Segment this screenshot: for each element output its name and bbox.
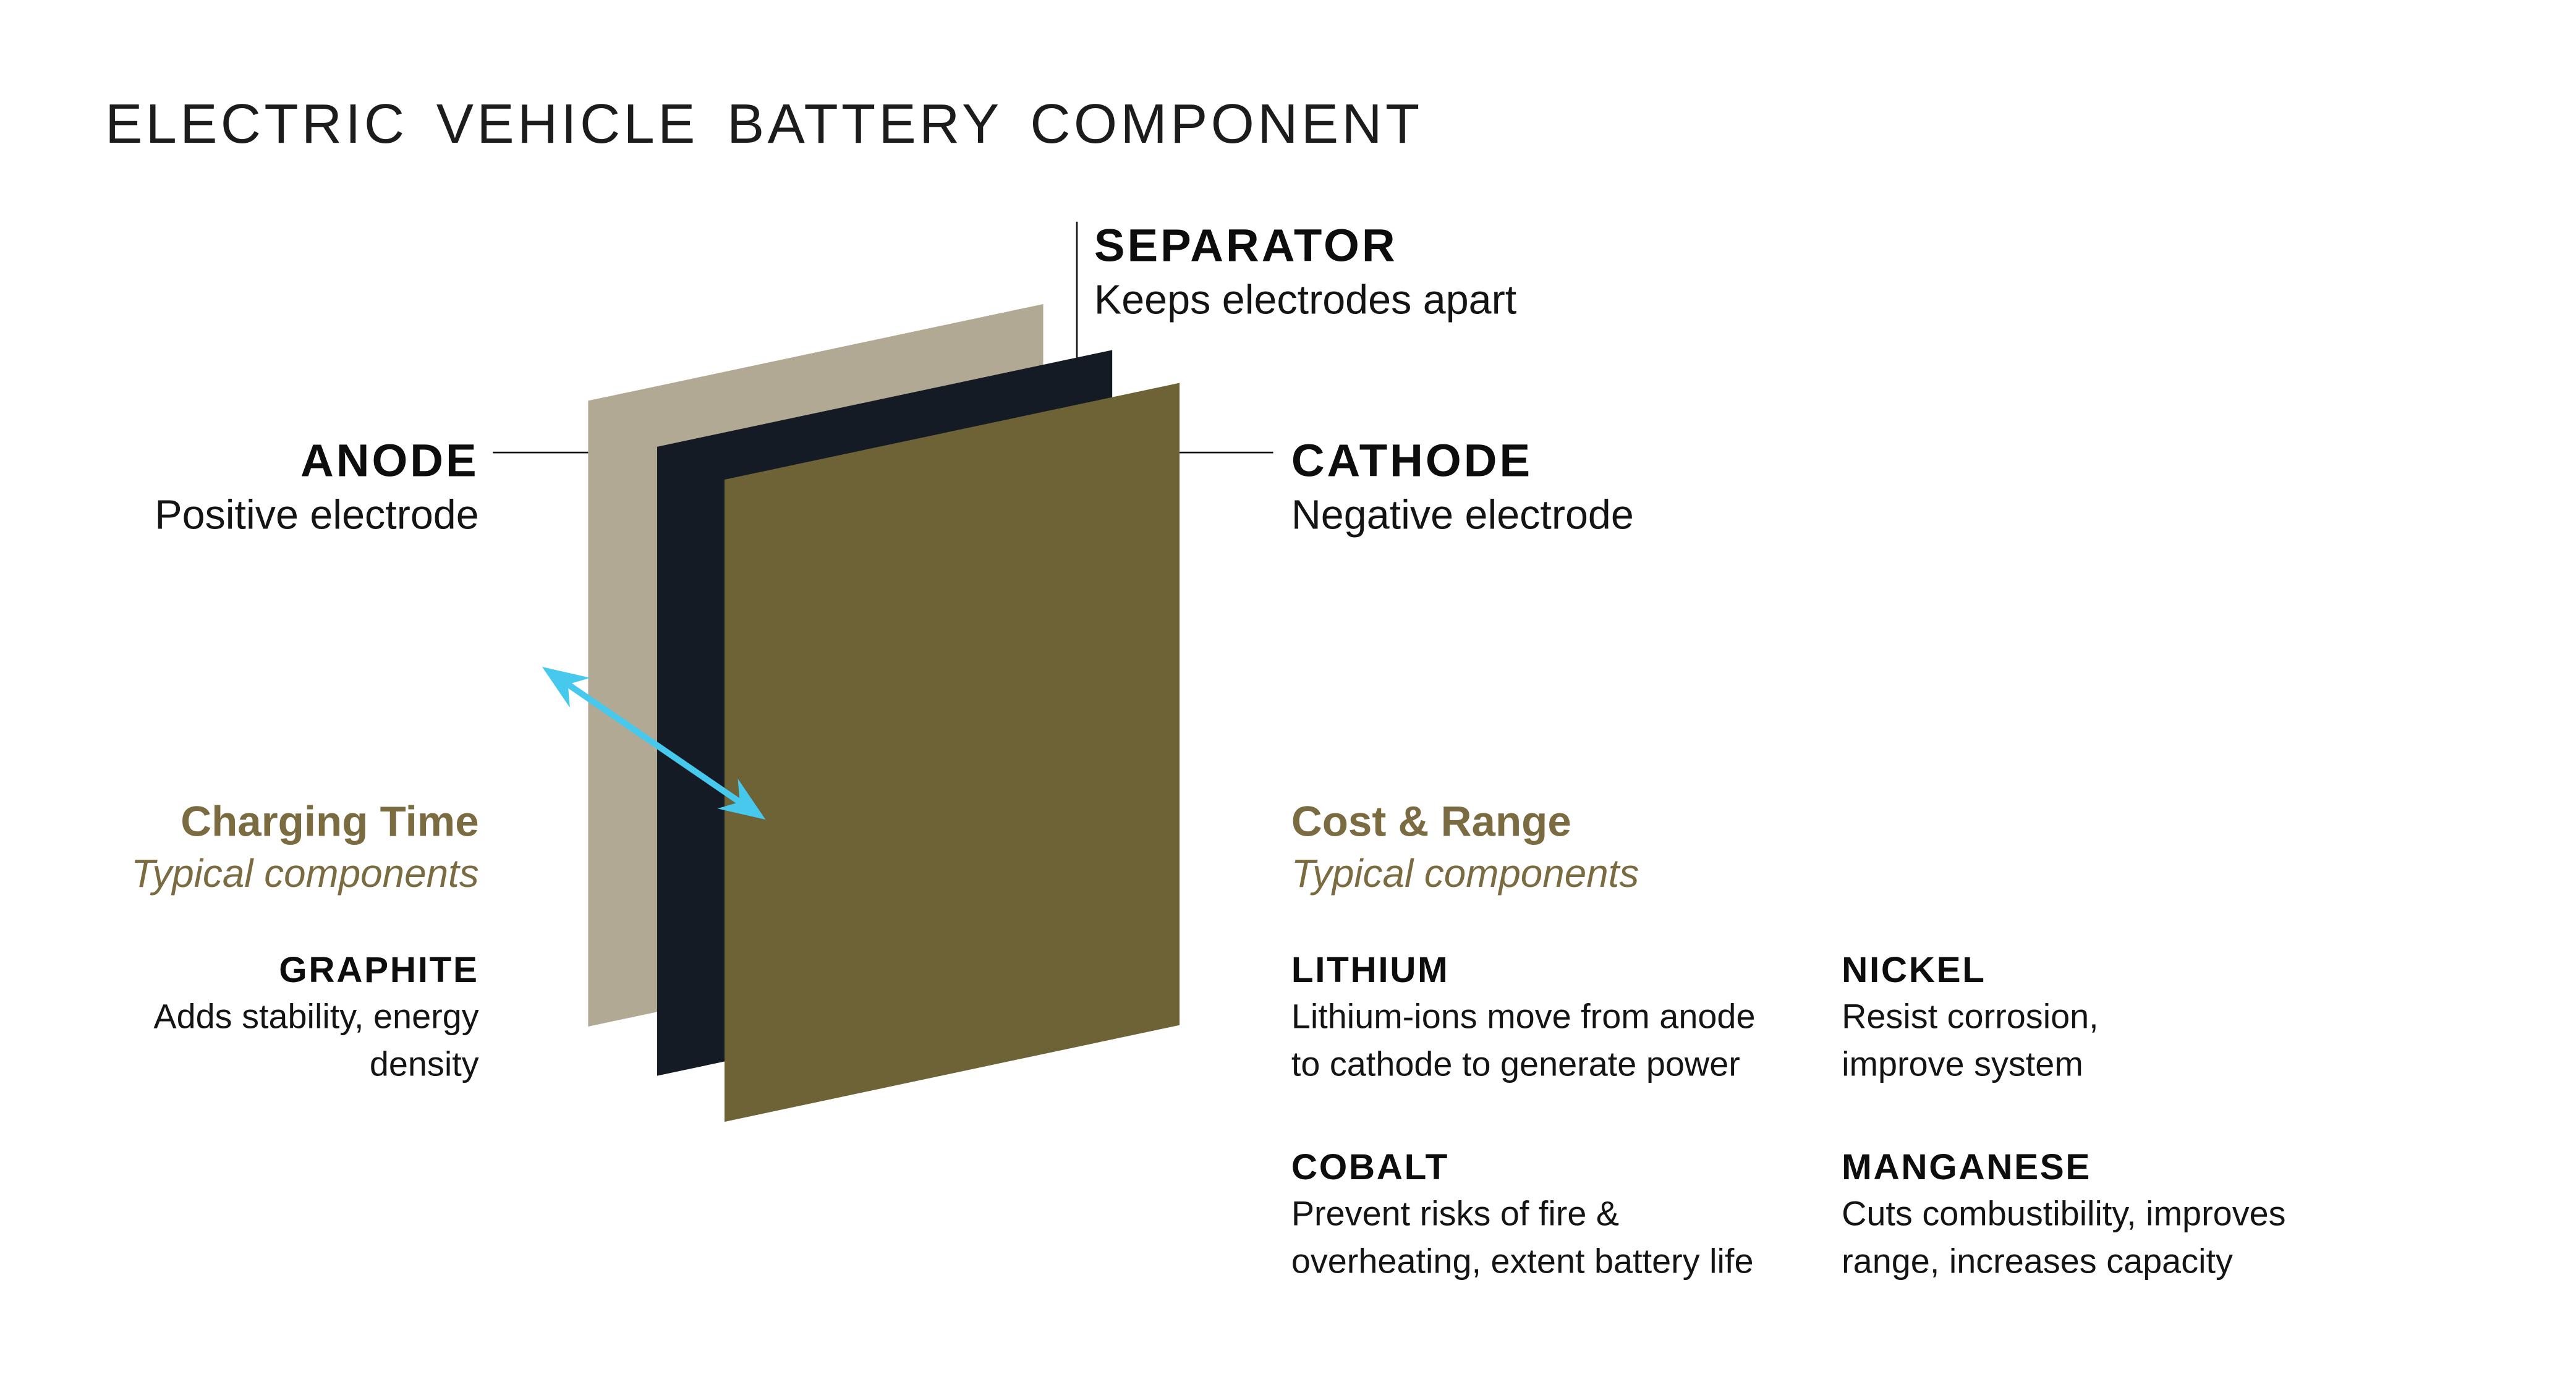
page-title: ELECTRIC VEHICLE BATTERY COMPONENT [105,93,1423,156]
charging-time-subheading: Typical components [131,852,479,897]
cost-range-heading: Cost & Range [1291,796,1571,846]
separator-connector-line [1076,221,1079,358]
cost-range-subheading: Typical components [1291,852,1639,897]
graphite-description: Adds stability, energy density [153,998,479,1084]
cobalt-name: COBALT [1291,1146,1450,1188]
cathode-plate [724,383,1180,1122]
anode-description: Positive electrode [155,492,479,538]
cobalt-description: Prevent risks of fire & overheating, ext… [1291,1195,1754,1281]
separator-label: SEPARATOR Keeps electrodes apart [1094,218,1516,325]
nickel-description: Resist corrosion, improve system [1842,998,2099,1084]
separator-description: Keeps electrodes apart [1094,277,1517,323]
separator-name: SEPARATOR [1094,220,1398,271]
cathode-connector-line [1180,451,1273,454]
nickel-block: NICKEL Resist corrosion, improve system [1842,949,2099,1089]
charging-time-heading-block: Charging Time Typical components [131,796,479,900]
cathode-description: Negative electrode [1291,492,1634,538]
charging-time-heading: Charging Time [181,796,479,846]
lithium-block: LITHIUM Lithium-ions move from anode to … [1291,949,1756,1089]
cathode-name: CATHODE [1291,435,1533,486]
nickel-name: NICKEL [1842,949,1986,991]
lithium-name: LITHIUM [1291,949,1450,991]
manganese-name: MANGANESE [1842,1146,2092,1188]
anode-connector-line [493,451,589,454]
lithium-description: Lithium-ions move from anode to cathode … [1291,998,1756,1084]
cost-range-heading-block: Cost & Range Typical components [1291,796,1639,900]
cobalt-block: COBALT Prevent risks of fire & overheati… [1291,1146,1754,1286]
graphite-block: GRAPHITE Adds stability, energy density [153,949,478,1089]
manganese-block: MANGANESE Cuts combustibility, improves … [1842,1146,2285,1286]
arrowhead-upper-left [542,666,590,708]
anode-label: ANODE Positive electrode [155,434,478,541]
anode-name: ANODE [300,435,479,486]
cathode-label: CATHODE Negative electrode [1291,434,1634,541]
manganese-description: Cuts combustibility, improves range, inc… [1842,1195,2286,1281]
graphite-name: GRAPHITE [279,949,479,991]
